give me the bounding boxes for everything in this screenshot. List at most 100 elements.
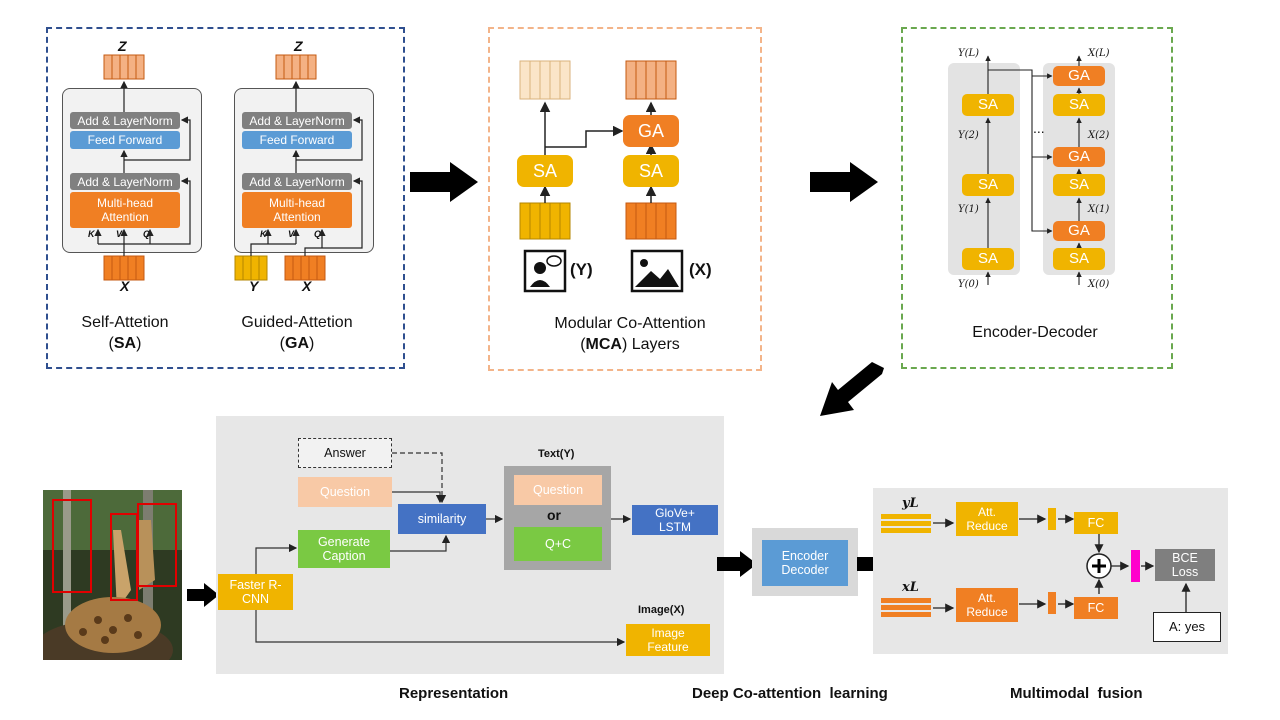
fusion-graphics [881, 508, 1191, 617]
image-feature-box: Image Feature [626, 624, 710, 656]
encoder-decoder-box: Encoder Decoder [762, 540, 848, 586]
y-label-l: Y(L) [958, 48, 980, 59]
mca-caption: Modular Co-Attention (MCA) Layers [510, 313, 750, 355]
ga-z-label: Z [294, 38, 303, 54]
mca-x-output-stack [625, 60, 677, 100]
fc-top: FC [1074, 512, 1118, 534]
mca-panel [488, 27, 762, 371]
decoder-ga-3: GA [1053, 66, 1105, 86]
encoder-sa-1: SA [962, 248, 1014, 270]
xl-label: xL [902, 580, 919, 595]
person-icon [523, 249, 567, 293]
mca-y-input-stack [519, 202, 571, 240]
mca-x-label: (X) [689, 260, 712, 279]
arrow-right-1 [410, 162, 478, 202]
giraffe-photo-illustration [43, 490, 182, 660]
ga-y-input-stack [234, 255, 268, 281]
ga-caption-line1: Guided-Attetion [241, 314, 353, 331]
similarity-box: similarity [398, 504, 486, 534]
section-deep-coattention: Deep Co-attention learning [692, 685, 888, 702]
ga-q-label: Q [314, 229, 322, 239]
yl-bars [881, 514, 931, 533]
sa-multihead-attention: Multi-head Attention [70, 192, 180, 228]
x-label-2: X(2) [1088, 130, 1110, 141]
decoder-sa-3: SA [1053, 94, 1105, 116]
q-plus-c-box: Q+C [514, 527, 602, 561]
ga-feedforward: Feed Forward [242, 131, 352, 149]
encoder-sa-3: SA [962, 94, 1014, 116]
answer-box: Answer [298, 438, 392, 468]
section-representation: Representation [399, 685, 509, 702]
sa-output-stack [103, 54, 145, 80]
sa-k-label: K [88, 229, 95, 239]
image-x-title: Image(X) [638, 604, 685, 616]
xl-bars [881, 598, 931, 617]
decoder-ga-2: GA [1053, 147, 1105, 167]
y-label-2: Y(2) [958, 130, 979, 141]
encoder-decoder-caption: Encoder-Decoder [972, 324, 1098, 341]
faster-rcnn-box: Faster R-CNN [218, 574, 293, 610]
section-multimodal-fusion: Multimodal fusion [1010, 685, 1143, 702]
mca-caption-line1: Modular Co-Attention [554, 315, 706, 332]
sa-addnorm-top: Add & LayerNorm [70, 112, 180, 129]
yl-text: yL [902, 496, 919, 511]
x-label-1: X(1) [1088, 204, 1110, 215]
encoder-sa-2: SA [962, 174, 1014, 196]
ga-caption-abbr: GA [285, 335, 309, 352]
mca-ga: GA [623, 115, 679, 147]
decoder-sa-1: SA [1053, 248, 1105, 270]
mca-caption-rest: Layers [631, 336, 680, 353]
ga-caption: Guided-Attetion (GA) [222, 312, 372, 354]
fused-vector [1131, 550, 1140, 582]
ga-x-input-stack [284, 255, 326, 281]
sa-ga-panel [46, 27, 405, 369]
ga-multihead-attention: Multi-head Attention [242, 192, 352, 228]
sa-caption-line2: (SA) [108, 335, 142, 352]
ga-y-label: Y [249, 278, 259, 294]
sa-input-stack [103, 255, 145, 281]
ellipsis: ... [1033, 120, 1045, 136]
xl-vector [1048, 592, 1056, 614]
att-reduce-bottom: Att. Reduce [956, 588, 1018, 622]
arrow-right-2 [810, 162, 878, 202]
encoder-decoder-arrows [985, 55, 1082, 285]
mca-graphics [519, 60, 684, 293]
sa-z-label: Z [118, 38, 127, 54]
decoder-ga-1: GA [1053, 221, 1105, 241]
mca-sa-x: SA [623, 155, 679, 187]
mca-x-input-stack [625, 202, 677, 240]
panel1-graphics [94, 54, 363, 281]
fc-bottom: FC [1074, 597, 1118, 619]
ga-v-label: V [288, 229, 295, 239]
ga-output-stack [275, 54, 317, 80]
arrow-photo-to-rcnn [187, 583, 219, 607]
ga-x-label: X [302, 278, 312, 294]
ga-k-label: K [260, 229, 267, 239]
yl-vector [1048, 508, 1056, 530]
y-label-1: Y(1) [958, 204, 979, 215]
sa-v-label: V [116, 229, 123, 239]
att-reduce-top: Att. Reduce [956, 502, 1018, 536]
ga-caption-line2: (GA) [279, 335, 315, 352]
sa-addnorm-bottom: Add & LayerNorm [70, 173, 180, 190]
sa-caption: Self-Attetion (SA) [55, 312, 195, 354]
mca-y-label: (Y) [570, 260, 593, 279]
x-label-0: X(0) [1088, 279, 1110, 290]
text-question-box: Question [514, 475, 602, 505]
mca-sa-y: SA [517, 155, 573, 187]
arrow-repr-to-encdec [717, 551, 757, 577]
encoder-decoder-panel [901, 27, 1173, 369]
x-label-l: X(L) [1088, 48, 1110, 59]
input-photo [43, 490, 182, 660]
bce-loss-box: BCE Loss [1155, 549, 1215, 581]
yl-label: yL [902, 496, 919, 511]
decoder-sa-2: SA [1053, 174, 1105, 196]
or-label: or [547, 507, 561, 523]
sa-feedforward: Feed Forward [70, 131, 180, 149]
y-label-0: Y(0) [958, 279, 979, 290]
sa-caption-abbr: SA [113, 335, 137, 352]
ga-addnorm-top: Add & LayerNorm [242, 112, 352, 129]
arrow-diagonal [820, 362, 884, 416]
ga-addnorm-bottom: Add & LayerNorm [242, 173, 352, 190]
glove-lstm-box: GloVe+ LSTM [632, 505, 718, 535]
